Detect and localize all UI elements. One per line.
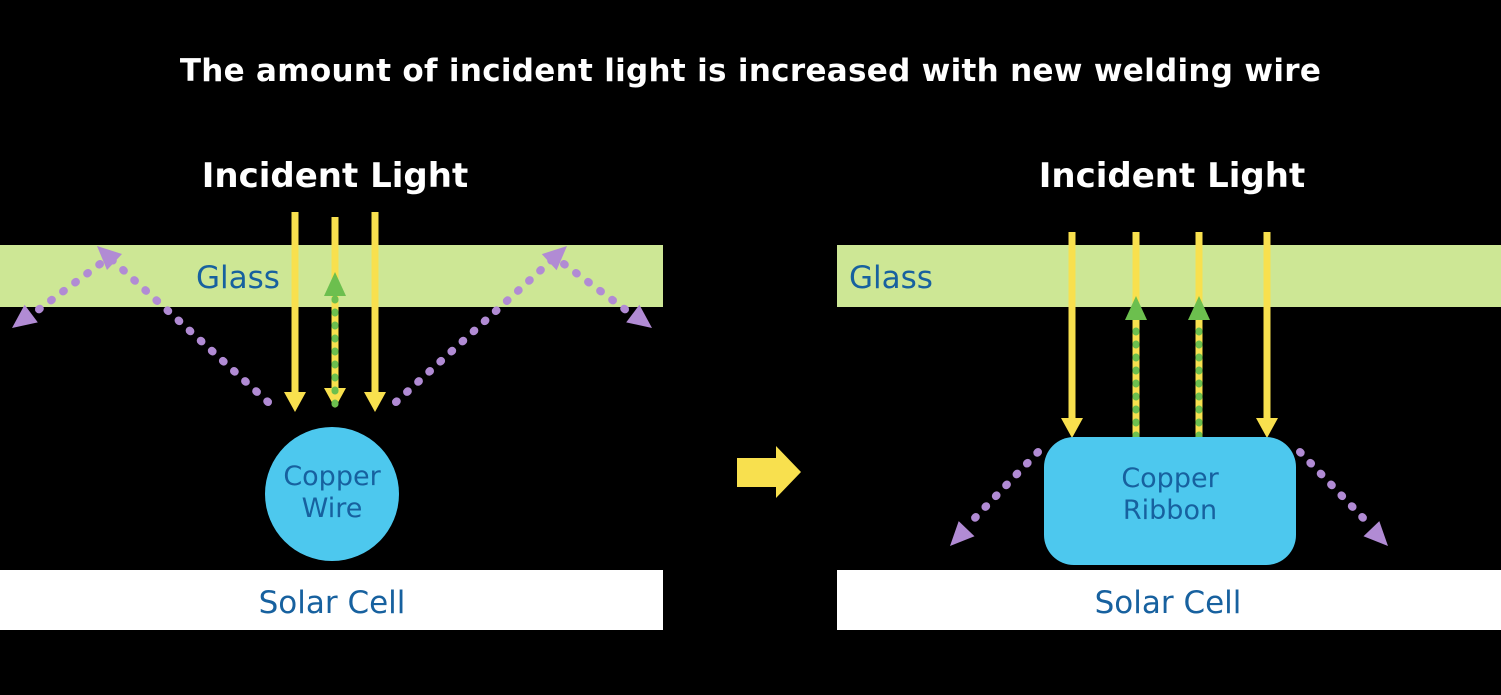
glass-label-left: Glass — [196, 260, 280, 296]
purple-reflection-arrow-left-inner — [392, 246, 652, 406]
solar-cell-bar-right — [837, 570, 1501, 630]
incident-arrow-left-3 — [364, 212, 386, 412]
reflected-arrow-left — [324, 272, 346, 408]
purple-reflection-arrow-left-outer — [12, 246, 272, 406]
glass-bar-right — [837, 245, 1501, 307]
incident-arrow-right-4 — [1256, 232, 1278, 438]
copper-ribbon-label-line1: Copper — [1121, 463, 1219, 494]
reflected-arrow-right-2 — [1188, 296, 1210, 440]
copper-ribbon-label-line2: Ribbon — [1122, 495, 1218, 526]
copper-wire-circle — [265, 427, 399, 561]
incident-light-label-left: Incident Light — [201, 156, 469, 196]
purple-reflection-arrow-right-left — [950, 448, 1042, 546]
incident-light-label-right: Incident Light — [1038, 156, 1306, 196]
solar-cell-label-left: Solar Cell — [258, 585, 406, 621]
copper-ribbon-label: Copper Ribbon — [1070, 463, 1270, 527]
incident-arrow-left-1 — [284, 212, 306, 412]
diagram-title: The amount of incident light is increase… — [179, 53, 1322, 89]
incident-arrow-right-1 — [1061, 232, 1083, 438]
purple-reflection-arrow-right-right — [1296, 448, 1388, 546]
glass-label-right: Glass — [849, 260, 933, 296]
copper-wire-label: Copper Wire — [257, 461, 407, 525]
solar-cell-bar-left — [0, 570, 663, 630]
copper-wire-label-line1: Copper — [283, 461, 381, 492]
reflected-arrow-right-1 — [1125, 296, 1147, 440]
solar-cell-label-right: Solar Cell — [1094, 585, 1242, 621]
copper-ribbon-rect — [1044, 437, 1296, 565]
transition-arrow — [737, 446, 801, 498]
copper-wire-label-line2: Wire — [301, 493, 363, 524]
